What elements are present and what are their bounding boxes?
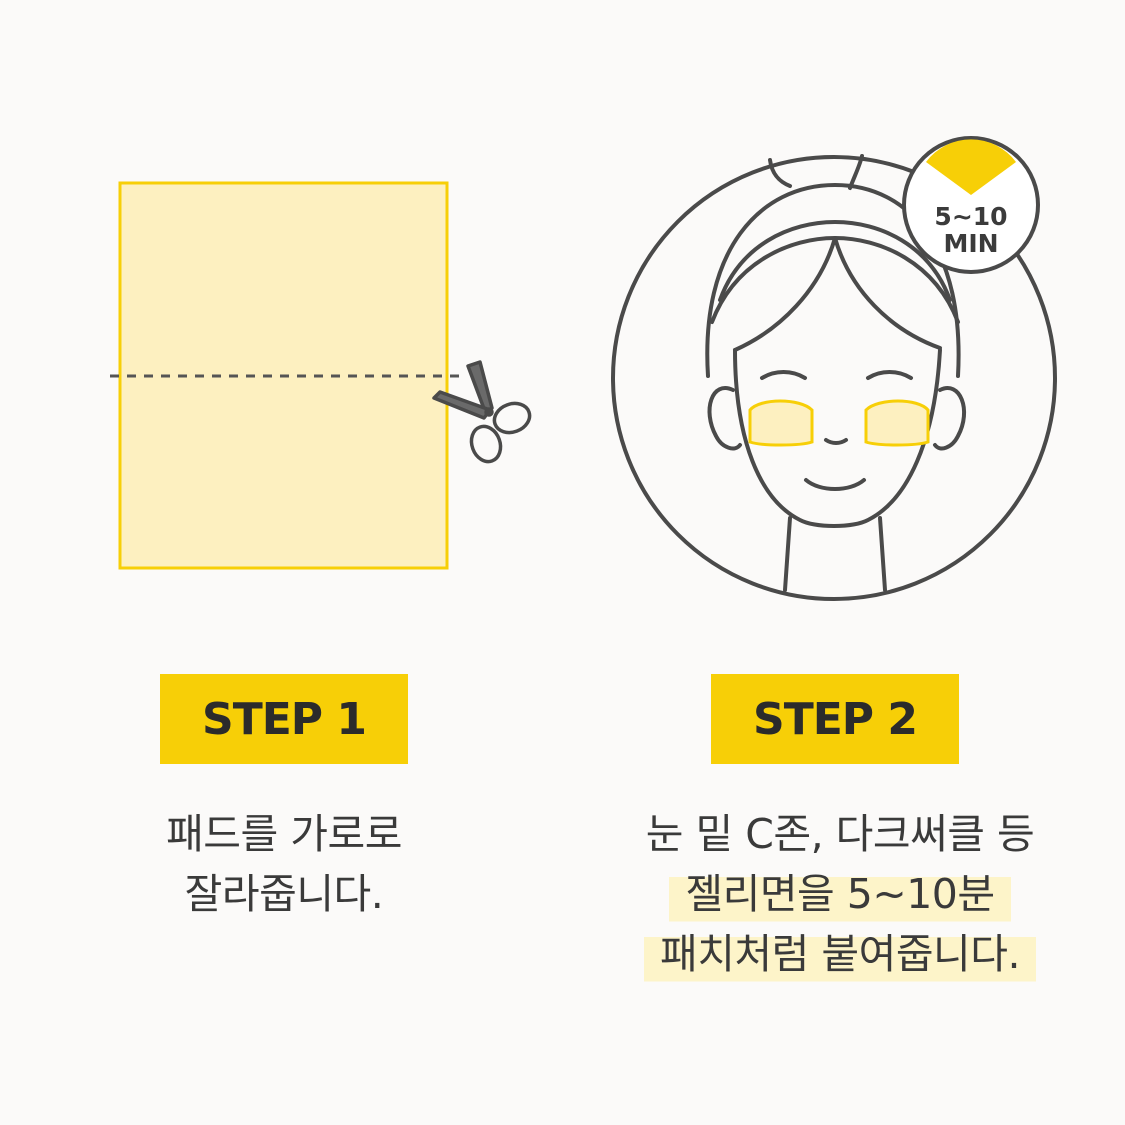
step-2-line-3-wrap: 패치처럼 붙여줍니다. xyxy=(560,924,1120,984)
step-1-line-1: 패드를 가로로 xyxy=(166,810,402,858)
right-eye-patch xyxy=(864,399,930,447)
step-2-line-2: 젤리면을 5~10분 xyxy=(669,864,1011,924)
timer-wedge-icon xyxy=(926,139,1016,195)
step-1-description: 패드를 가로로 잘라줍니다. xyxy=(84,804,484,924)
step-1-badge: STEP 1 xyxy=(160,674,408,764)
step-2-line-3: 패치처럼 붙여줍니다. xyxy=(643,924,1037,984)
timer-value: 5~10 xyxy=(934,202,1007,231)
step-2-badge: STEP 2 xyxy=(711,674,959,764)
timer-badge: 5~10 MIN xyxy=(902,136,1040,274)
timer-unit: MIN xyxy=(943,229,998,258)
step-2-line-1: 눈 밑 C존, 다크써클 등 xyxy=(645,810,1035,858)
scissors-icon xyxy=(432,360,532,464)
step-2-description: 눈 밑 C존, 다크써클 등 젤리면을 5~10분 패치처럼 붙여줍니다. xyxy=(560,804,1120,984)
step-2-line-2-wrap: 젤리면을 5~10분 xyxy=(560,864,1120,924)
left-eye-patch xyxy=(748,399,814,447)
face-icon xyxy=(705,154,967,592)
step-1-line-2: 잘라줍니다. xyxy=(184,870,384,918)
face-frame-circle xyxy=(611,155,1057,601)
